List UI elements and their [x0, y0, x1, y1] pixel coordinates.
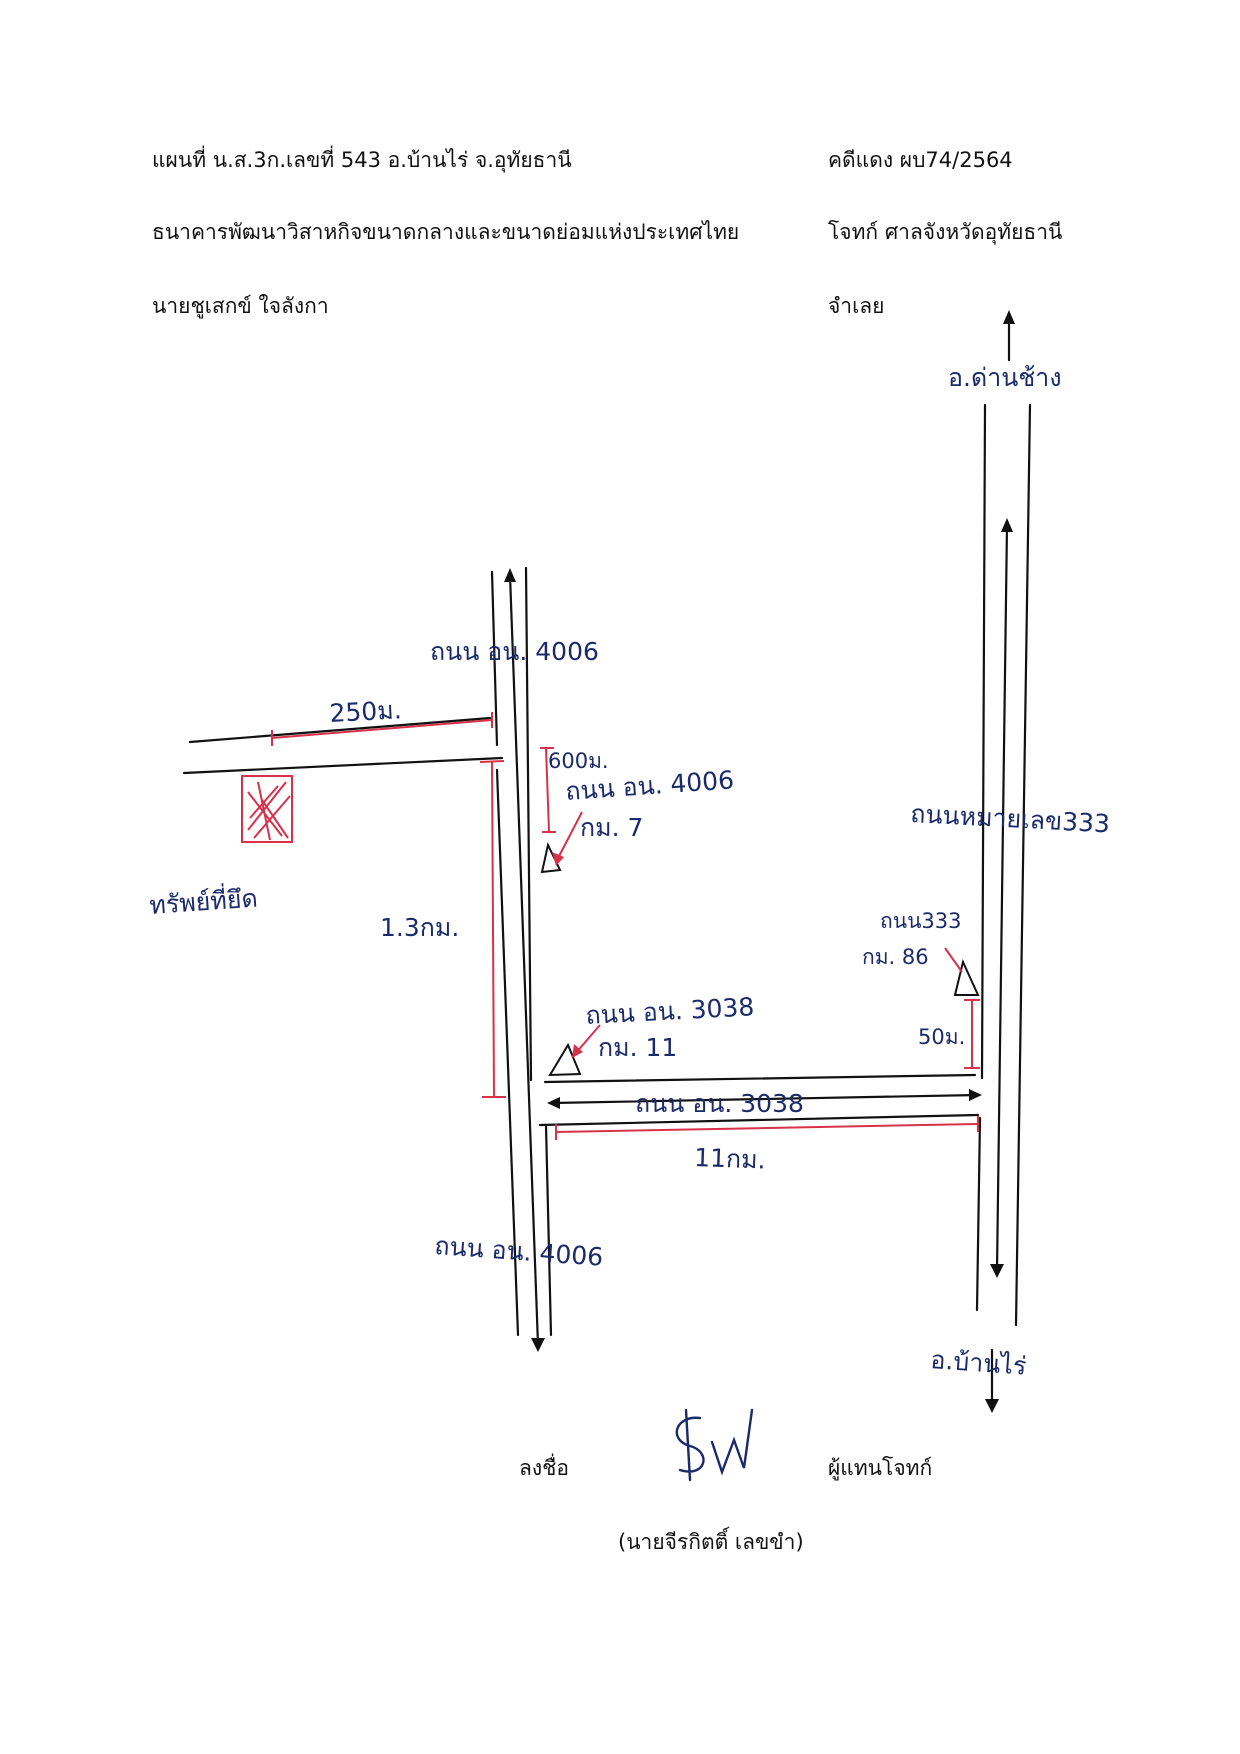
- road-4006-left-edge: [490, 570, 499, 747]
- road-333-left-edge-top: [980, 403, 987, 1080]
- side-road-top-edge: [188, 716, 492, 744]
- label-dist-11km: 11กม.: [694, 1143, 766, 1174]
- label-road-4006-bottom: ถนน อน. 4006: [434, 1231, 605, 1272]
- arrow-down-333: [985, 1399, 999, 1413]
- arrow-down-333-lane: [990, 1264, 1004, 1278]
- dim-600-line: [545, 747, 550, 833]
- side-road-bottom-edge: [182, 756, 504, 775]
- road-4006-center-arrow-line: [508, 573, 540, 1347]
- road-3038-bottom-edge: [538, 1113, 980, 1127]
- road-333-right-edge: [1014, 403, 1032, 1327]
- signer-name: (นายจีรกิตติ์ เลขขำ): [618, 1530, 804, 1554]
- map-title: แผนที่ น.ส.3ก.เลขที่ 543 อ.บ้านไร่ จ.อุท…: [152, 148, 572, 172]
- defendant-name: นายชูเสกข์ ใจลังกา: [152, 294, 329, 318]
- case-number: คดีแดง ผบ74/2564: [828, 148, 1013, 172]
- defendant-role: จำเลย: [828, 294, 885, 318]
- label-road-333: ถนนหมายเลข333: [910, 799, 1111, 838]
- dim-11km-line: [555, 1123, 979, 1133]
- parcel-hatch: [247, 781, 291, 841]
- dim-1-3km-tick-top: [479, 760, 505, 763]
- road-4006-left-edge-lower: [495, 768, 520, 1337]
- signature-scribble: [675, 1408, 754, 1482]
- km11-marker-icon: [548, 1042, 582, 1077]
- arrow-up-4006: [504, 568, 516, 582]
- road-333-lane-line: [995, 523, 1009, 1272]
- label-km11: กม. 11: [598, 1033, 677, 1062]
- label-dist-1-3km: 1.3กม.: [380, 913, 459, 942]
- label-km7: กม. 7: [580, 813, 643, 842]
- plaintiff-role: โจทก์ ศาลจังหวัดอุทัยธานี: [828, 220, 1063, 244]
- label-to-ban-rai: อ.บ้านไร่: [930, 1345, 1028, 1381]
- label-dist-50: 50ม.: [918, 1025, 965, 1049]
- label-road-3038-marker: ถนน อน. 3038: [585, 992, 755, 1030]
- arrow-down-4006: [531, 1338, 545, 1352]
- arrow-right-3038: [969, 1089, 982, 1101]
- arrow-up-333: [1003, 310, 1015, 324]
- label-dist-600: 600ม.: [548, 749, 609, 773]
- signer-role: ผู้แทนโจทก์: [828, 1456, 933, 1480]
- road-3038-arrow-line: [550, 1093, 980, 1105]
- km86-pointer: [944, 947, 963, 973]
- road-4006-right-edge-bottom: [544, 1123, 553, 1337]
- km86-marker-icon: [953, 958, 980, 996]
- label-road-4006-top: ถนน อน. 4006: [430, 637, 599, 666]
- road-3038-top-edge: [543, 1073, 977, 1084]
- plaintiff-name: ธนาคารพัฒนาวิสาหกิจขนาดกลางและขนาดย่อมแห…: [152, 220, 740, 244]
- label-to-danchang: อ.ด่านช้าง: [948, 363, 1062, 392]
- label-road-333-marker: ถนน333: [880, 909, 962, 933]
- road-4006-right-edge-top: [524, 566, 533, 1082]
- sign-label: ลงชื่อ: [519, 1456, 569, 1480]
- dim-250-line: [271, 719, 493, 739]
- km7-pointer: [555, 811, 583, 863]
- arrow-up-333-lane: [1001, 518, 1013, 532]
- seized-property-parcel: [241, 775, 293, 843]
- label-property: ทรัพย์ที่ยึด: [148, 881, 258, 920]
- label-dist-250: 250ม.: [329, 695, 403, 728]
- dim-1-3km-line: [491, 761, 495, 1098]
- road-333-left-edge-bottom: [975, 1116, 982, 1312]
- label-road-3038: ถนน อน. 3038: [635, 1089, 804, 1118]
- label-km86: กม. 86: [862, 945, 929, 969]
- arrow-left-3038: [547, 1097, 560, 1109]
